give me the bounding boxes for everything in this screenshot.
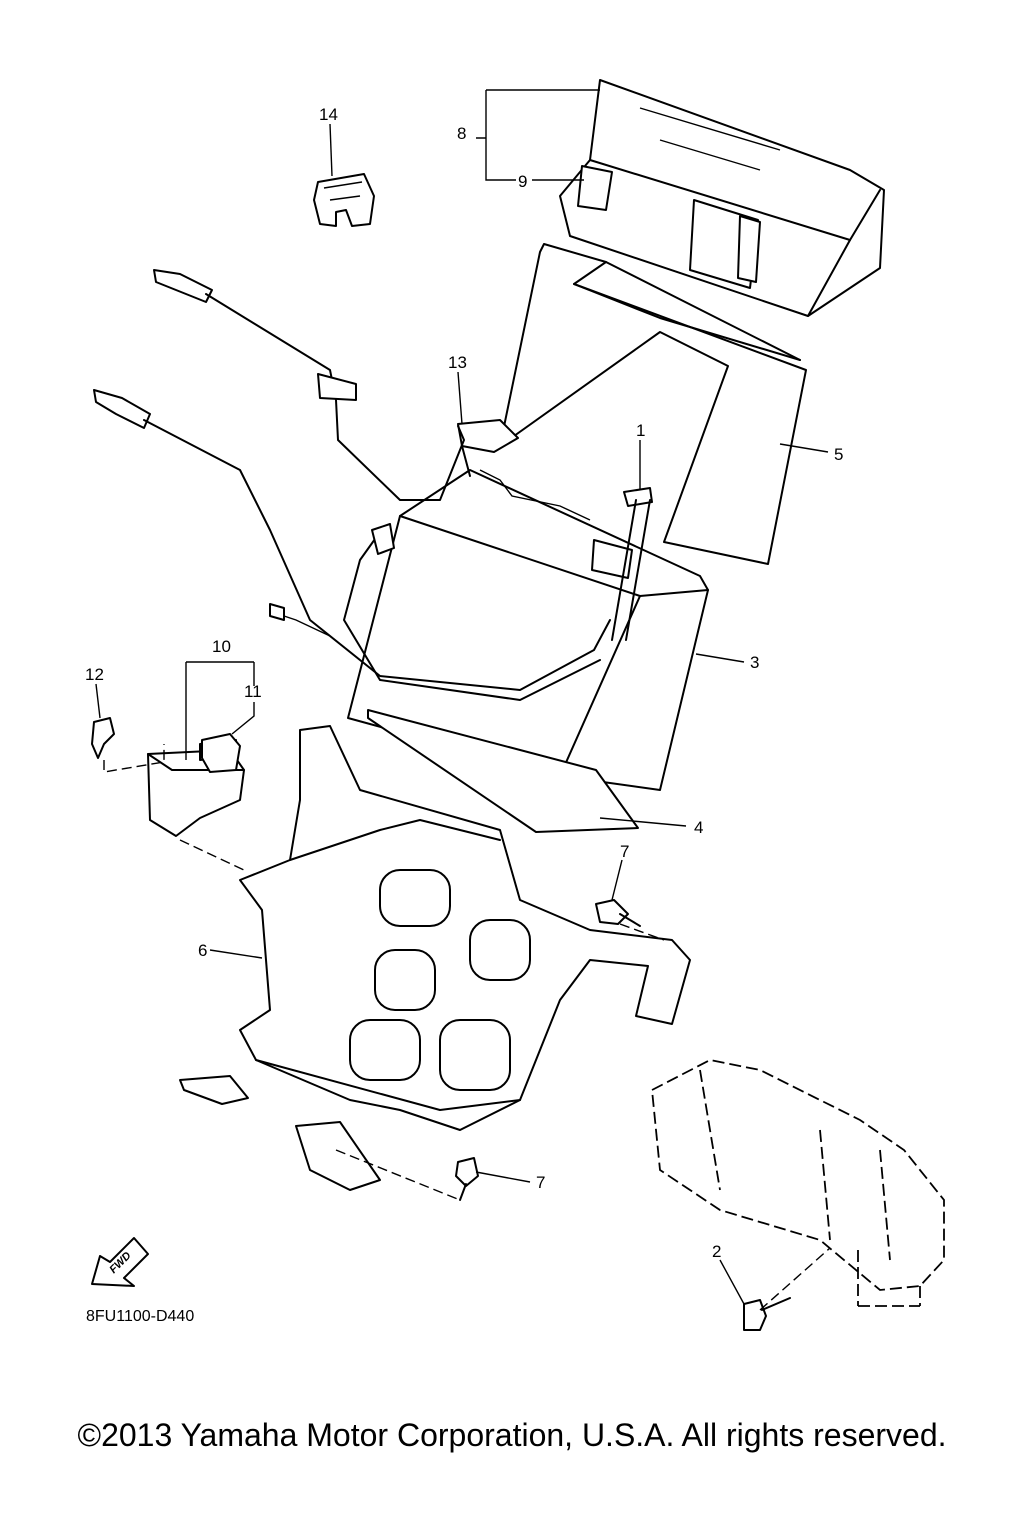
screw-part-7-top <box>595 899 641 927</box>
diagram-code: 8FU1100-D440 <box>86 1308 195 1325</box>
callout-9: 9 <box>518 172 527 191</box>
fwd-arrow-icon: FWD <box>91 1237 149 1287</box>
fuse-part <box>201 733 241 773</box>
holder-bracket-part <box>611 487 653 641</box>
battery-box-part <box>179 725 691 1191</box>
callout-10: 10 <box>212 637 231 656</box>
callout-11: 11 <box>244 682 262 701</box>
screw-part-12 <box>91 717 115 759</box>
battery-leads-part <box>93 269 611 701</box>
callout-4: 4 <box>694 818 703 837</box>
callout-13: 13 <box>448 353 467 372</box>
battery-cover-part <box>559 79 885 317</box>
battery-band-part <box>499 243 807 565</box>
callout-2: 2 <box>712 1242 721 1261</box>
callout-8: 8 <box>457 124 466 143</box>
clip-part <box>313 173 375 227</box>
callout-14: 14 <box>319 105 338 124</box>
alignment-lines <box>103 744 831 1311</box>
battery-pad-part <box>367 709 639 833</box>
callout-1: 1 <box>636 421 645 440</box>
callout-6: 6 <box>198 941 207 960</box>
terminal-part <box>457 419 519 477</box>
callout-12: 12 <box>85 665 104 684</box>
copyright-notice: ©2013 Yamaha Motor Corporation, U.S.A. A… <box>77 1417 947 1453</box>
callout-7-bottom: 7 <box>536 1173 545 1192</box>
leader-lines <box>95 89 829 1305</box>
callout-3: 3 <box>750 653 759 672</box>
bolt-part <box>743 1297 791 1331</box>
callout-7-top: 7 <box>620 842 629 861</box>
starter-motor-reference <box>651 1059 945 1307</box>
callout-5: 5 <box>834 445 843 464</box>
screw-part-7-bottom <box>455 1157 479 1201</box>
